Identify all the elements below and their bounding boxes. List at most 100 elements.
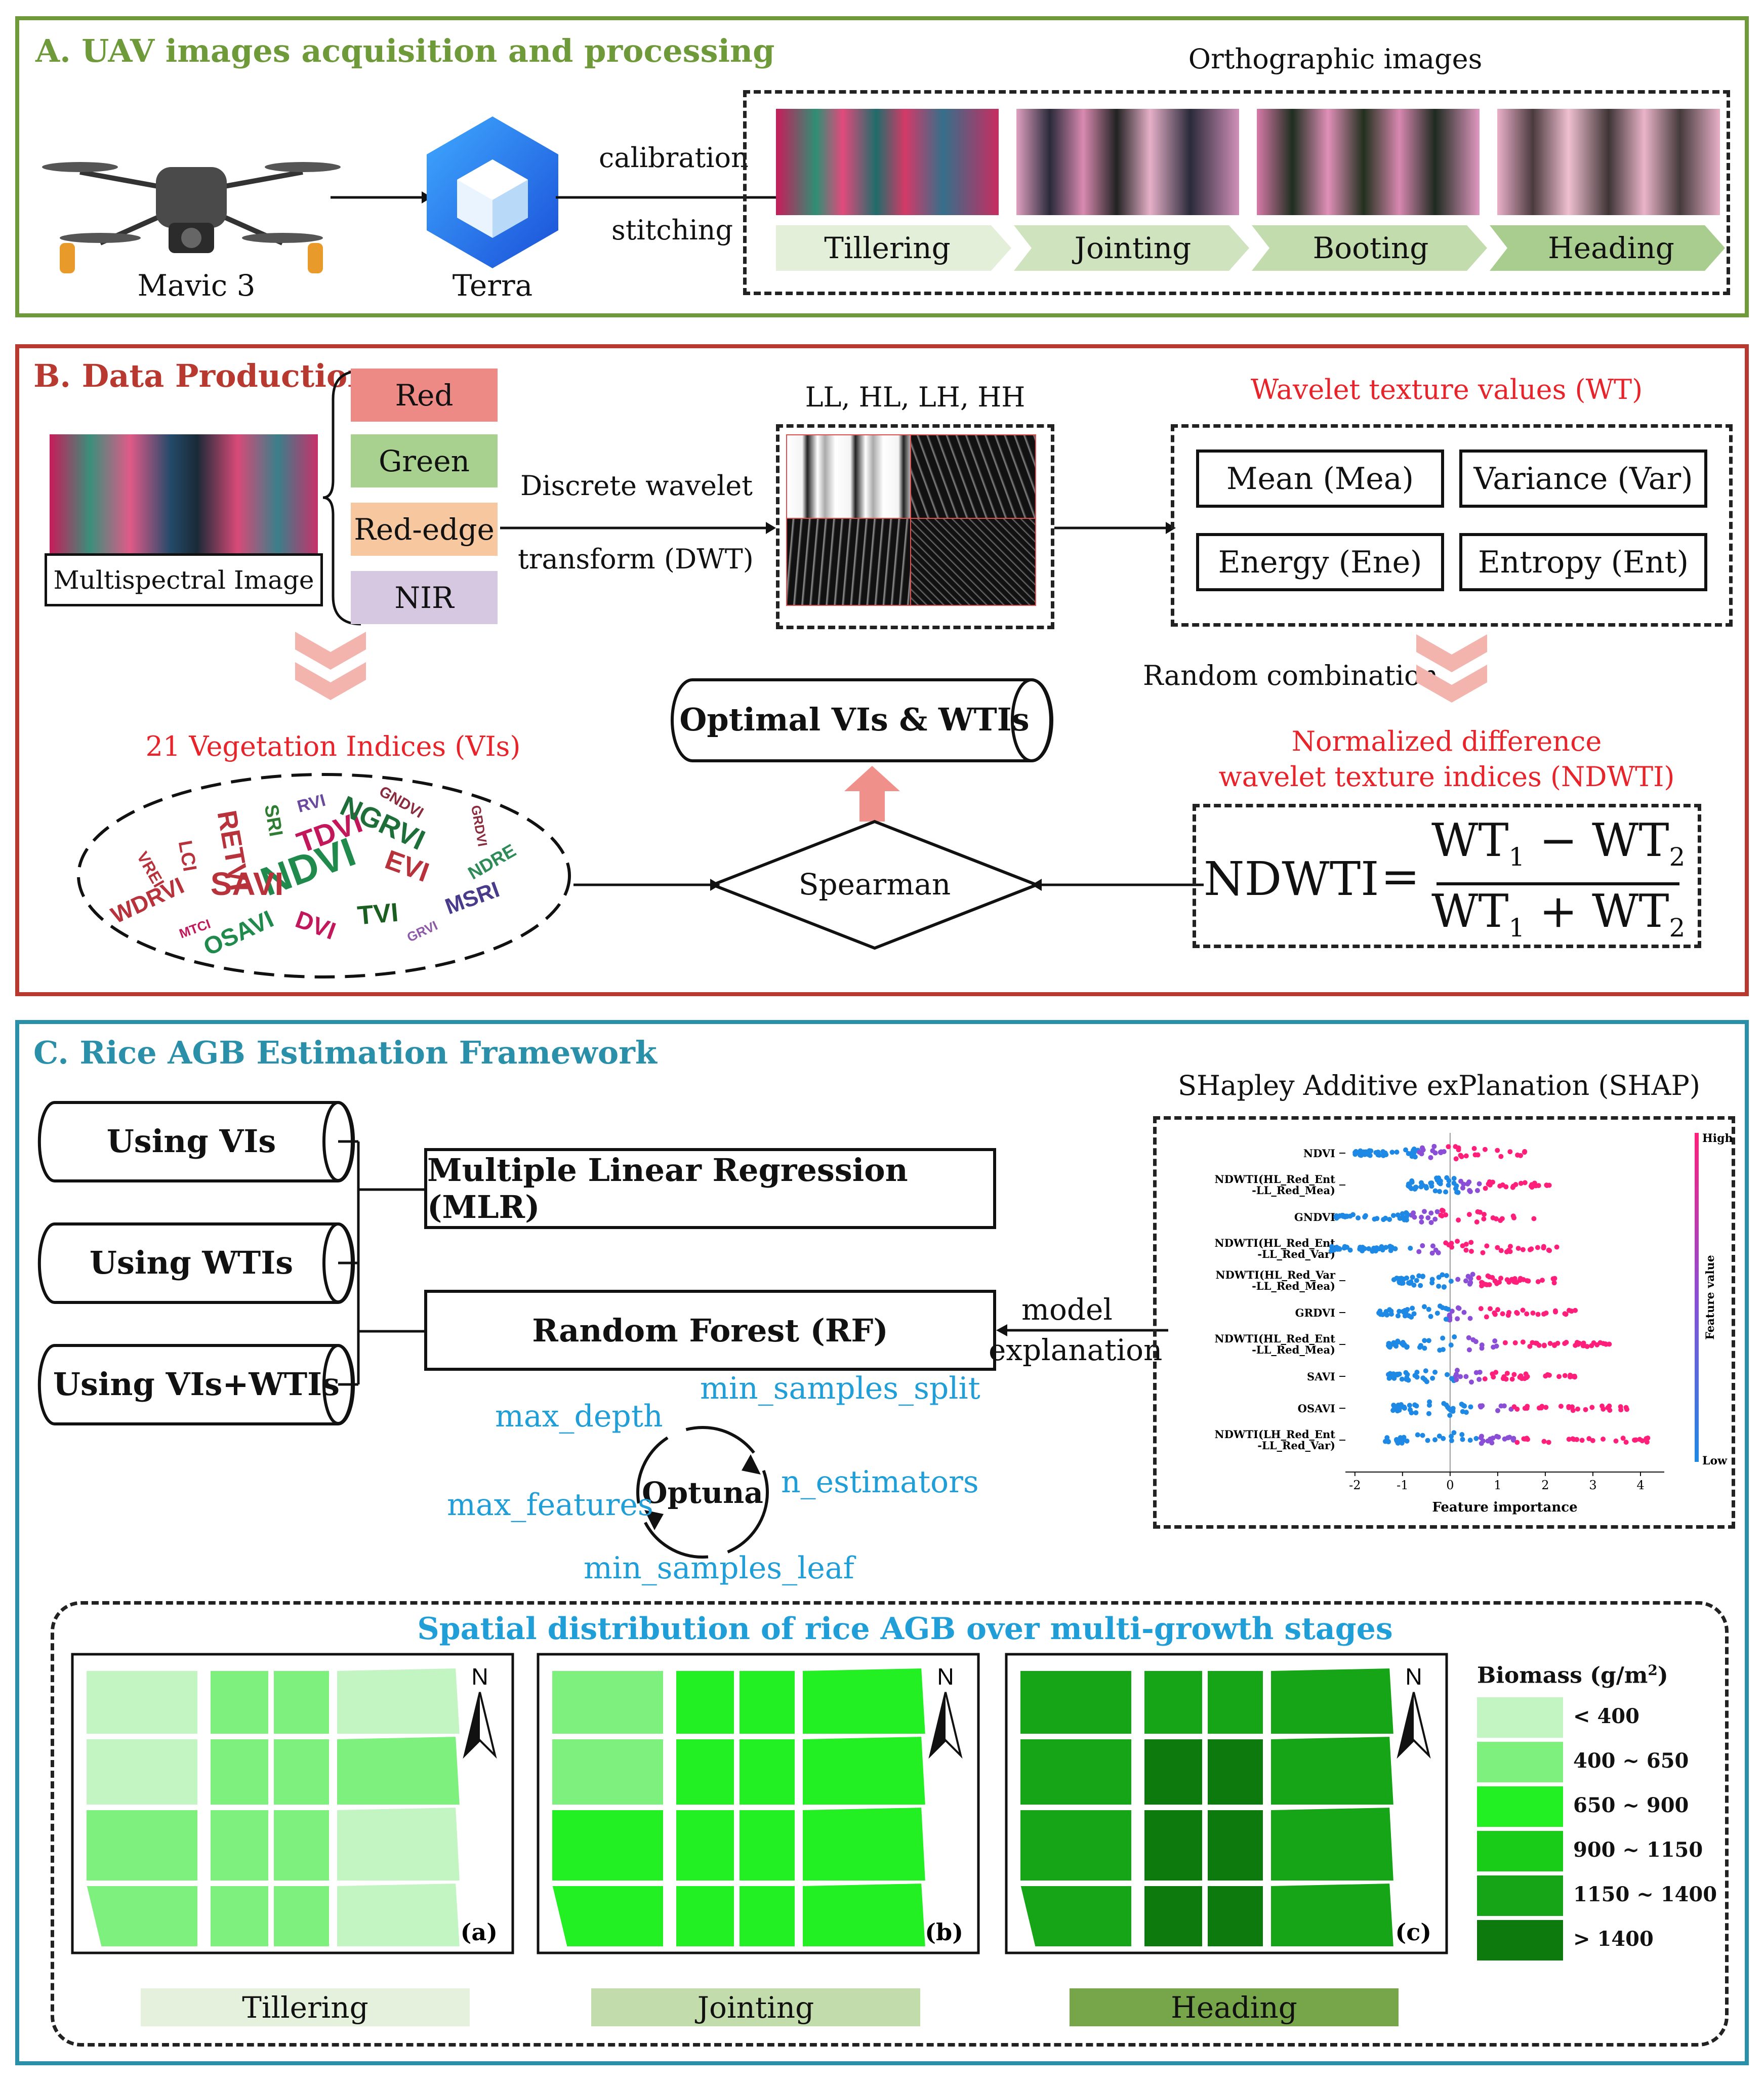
subband-hh (910, 518, 1036, 606)
drone-icon (42, 162, 341, 273)
shap-point (1468, 1280, 1473, 1285)
shap-point (1501, 1403, 1507, 1409)
shap-point (1360, 1244, 1365, 1250)
shap-point (1418, 1184, 1424, 1190)
shap-point (1428, 1210, 1434, 1216)
north-arrow-icon (930, 1692, 946, 1755)
field-plot (1205, 1668, 1266, 1737)
legend-item: 1150 ~ 1400 (1477, 1875, 1720, 1916)
shap-point (1423, 1368, 1428, 1374)
shap-point (1562, 1373, 1568, 1378)
shap-point (1420, 1274, 1425, 1279)
shap-point (1436, 1180, 1442, 1186)
field-plot (1268, 1665, 1397, 1737)
shap-point (1449, 1309, 1455, 1314)
shap-point (1449, 1438, 1454, 1443)
shap-point (1573, 1308, 1578, 1313)
shap-point (1543, 1373, 1548, 1379)
field-plot (549, 1736, 666, 1808)
shap-frame (1153, 1116, 1735, 1529)
shap-point (1390, 1408, 1396, 1413)
shap-point (1618, 1407, 1624, 1413)
shap-point (1535, 1245, 1540, 1250)
shap-point (1419, 1219, 1424, 1225)
shap-point (1418, 1283, 1423, 1288)
shap-point (1518, 1180, 1524, 1186)
field-plot (1141, 1736, 1205, 1808)
shap-point (1482, 1211, 1487, 1217)
shap-point (1554, 1244, 1560, 1250)
shap-point (1453, 1156, 1459, 1162)
shap-point (1530, 1340, 1535, 1345)
shap-point (1405, 1372, 1410, 1377)
shap-point (1424, 1379, 1429, 1384)
shap-point (1483, 1186, 1488, 1191)
panel-a-title: A. UAV images acquisition and processing (35, 32, 775, 69)
shap-point (1422, 1345, 1427, 1351)
shap-point (1390, 1213, 1396, 1218)
shap-point (1413, 1185, 1419, 1190)
shap-point (1506, 1279, 1512, 1285)
shap-point (1384, 1312, 1390, 1318)
shap-point (1470, 1272, 1475, 1277)
shap-point (1507, 1244, 1513, 1249)
shap-point (1432, 1369, 1438, 1375)
subbands-frame (776, 424, 1054, 629)
multispectral-label: Multispectral Image (45, 553, 323, 606)
legend-title-text: Biomass (g/m (1477, 1662, 1648, 1689)
shap-point (1546, 1372, 1552, 1378)
shap-point (1452, 1334, 1457, 1340)
terra-label: Terra (452, 268, 533, 303)
shap-point (1520, 1247, 1526, 1252)
shap-point (1416, 1249, 1422, 1254)
shap-point (1390, 1341, 1396, 1347)
shap-point (1429, 1183, 1434, 1189)
field-plot (736, 1807, 798, 1884)
shap-point (1438, 1150, 1444, 1156)
shap-point (1439, 1213, 1445, 1218)
shap-point (1562, 1341, 1568, 1346)
shap-point (1410, 1305, 1415, 1311)
x-tick-label: 0 (1446, 1478, 1454, 1492)
shap-point (1428, 1155, 1433, 1160)
shap-point (1413, 1410, 1419, 1415)
shap-point (1512, 1278, 1517, 1283)
shap-point (1454, 1372, 1459, 1377)
shap-point (1481, 1438, 1486, 1444)
wt2-den-sub: 2 (1669, 913, 1686, 943)
legend-label: < 400 (1573, 1704, 1639, 1728)
shap-point (1524, 1406, 1530, 1411)
shap-point (1420, 1243, 1425, 1248)
field-plot (1268, 1804, 1397, 1884)
shap-point (1566, 1437, 1572, 1442)
legend-item: 650 ~ 900 (1477, 1786, 1720, 1827)
shap-point (1601, 1341, 1606, 1346)
shap-point (1519, 1376, 1525, 1381)
shap-point (1383, 1245, 1388, 1250)
terra-icon (427, 116, 558, 268)
shap-point (1478, 1404, 1484, 1410)
shap-point (1335, 1246, 1340, 1252)
feature-name-cont: -LL_Red_Mea) (1252, 1280, 1335, 1292)
subbands-title: LL, HL, LH, HH (805, 381, 1025, 413)
optuna-label: Optuna (642, 1476, 763, 1510)
colorbar-high: High (1702, 1132, 1733, 1145)
shap-point (1441, 1284, 1447, 1290)
shap-point (1463, 1241, 1469, 1247)
shap-point (1566, 1308, 1572, 1313)
arrow-shap-rf (996, 1324, 1168, 1336)
shap-point (1426, 1403, 1432, 1408)
shap-point (1437, 1189, 1443, 1194)
arrow-to-wt (1054, 522, 1176, 534)
wt-title: Wavelet texture values (WT) (1250, 374, 1643, 405)
shap-point (1404, 1344, 1410, 1350)
shap-point (1589, 1405, 1595, 1410)
field-plot (84, 1807, 200, 1884)
shap-point (1524, 1375, 1529, 1380)
field-plot (1017, 1883, 1134, 1949)
shap-point (1425, 1215, 1431, 1220)
agb-maps: N(a)N(b)N(c) (71, 1653, 1448, 1954)
shap-point (1463, 1278, 1469, 1284)
